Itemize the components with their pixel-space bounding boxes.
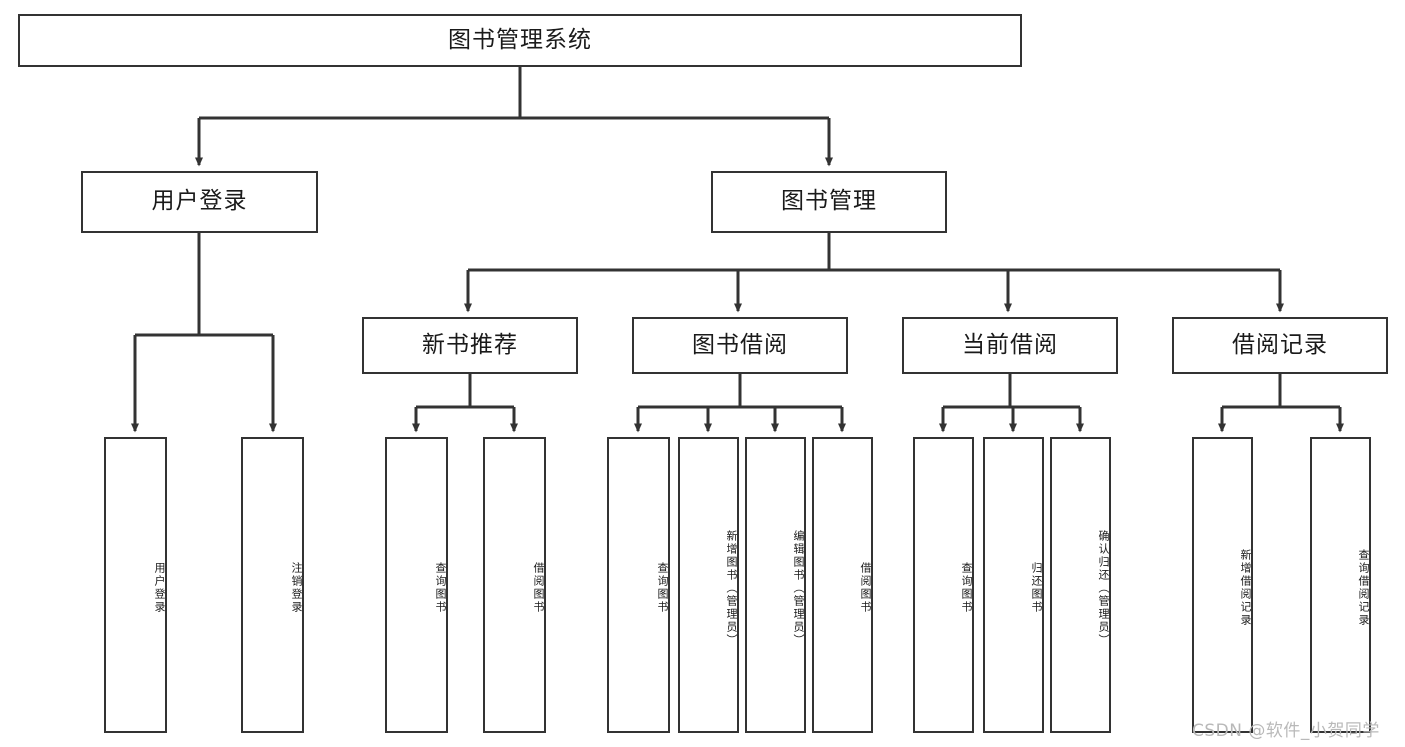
node-leaf-user-login[interactable]: 用户登录 [104, 437, 167, 733]
edges-bookborrow-to-leaves [634, 374, 846, 433]
node-leaf-query-book-recommend[interactable]: 查询图书 [385, 437, 448, 733]
node-leaf-borrow-book[interactable]: 借阅图书 [812, 437, 873, 733]
node-current-borrow[interactable]: 当前借阅 [902, 317, 1118, 374]
node-leaf-confirm-return-admin[interactable]: 确认归还（管理员） [1050, 437, 1111, 733]
edges-borrowrecord-to-leaves [1218, 374, 1344, 433]
edges-userlogin-to-leaves [131, 233, 277, 433]
edges-newbook-to-leaves [412, 374, 518, 433]
node-borrow-record[interactable]: 借阅记录 [1172, 317, 1388, 374]
node-book-manage[interactable]: 图书管理 [711, 171, 947, 233]
node-leaf-add-book-admin[interactable]: 新增图书（管理员） [678, 437, 739, 733]
csdn-watermark: CSDN @软件_小贺同学 [1192, 721, 1380, 741]
node-leaf-edit-book-admin[interactable]: 编辑图书（管理员） [745, 437, 806, 733]
node-book-borrow[interactable]: 图书借阅 [632, 317, 848, 374]
node-user-login[interactable]: 用户登录 [81, 171, 318, 233]
edges-currentborrow-to-leaves [939, 374, 1084, 433]
node-leaf-query-book-borrow[interactable]: 查询图书 [607, 437, 670, 733]
node-leaf-query-book-current[interactable]: 查询图书 [913, 437, 974, 733]
node-new-book-recommend[interactable]: 新书推荐 [362, 317, 578, 374]
node-leaf-query-borrow-record[interactable]: 查询借阅记录 [1310, 437, 1371, 733]
node-leaf-return-book[interactable]: 归还图书 [983, 437, 1044, 733]
node-leaf-add-borrow-record[interactable]: 新增借阅记录 [1192, 437, 1253, 733]
node-leaf-user-logout[interactable]: 注销登录 [241, 437, 304, 733]
node-root[interactable]: 图书管理系统 [18, 14, 1022, 67]
edges-bookmanage-to-level3 [464, 233, 1284, 313]
node-leaf-borrow-book-recommend[interactable]: 借阅图书 [483, 437, 546, 733]
edges-root-to-level2 [195, 67, 833, 167]
